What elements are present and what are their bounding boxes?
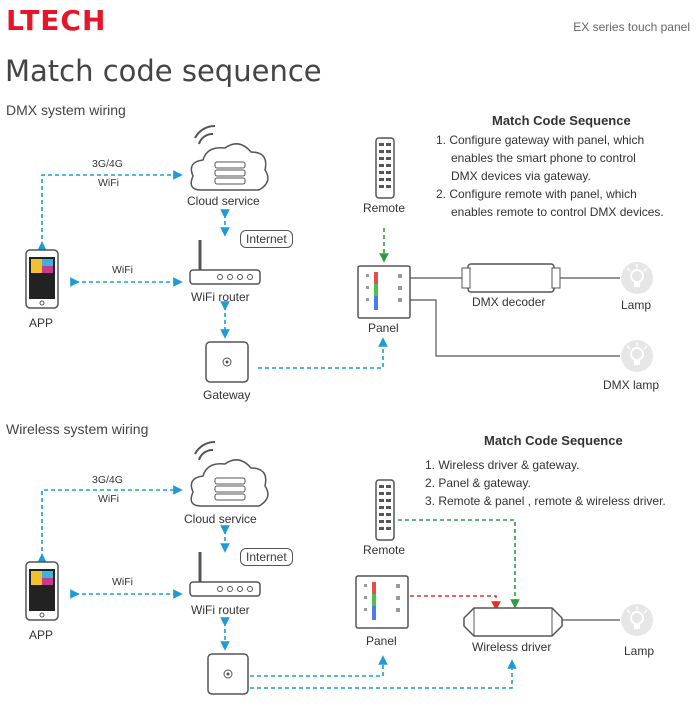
sequence-title: Match Code Sequence bbox=[492, 113, 631, 128]
panel-icon bbox=[355, 575, 409, 629]
wire-panel-dmxlamp bbox=[410, 299, 620, 357]
gateway-label: Gateway bbox=[203, 388, 251, 402]
link-phone-cloud bbox=[37, 170, 183, 251]
internet-label: Internet bbox=[240, 230, 293, 248]
sequence-steps: 1. Configure gateway with panel, which e… bbox=[436, 131, 664, 221]
step-line: 1. Wireless driver & gateway. bbox=[425, 458, 580, 472]
cloud-icon bbox=[190, 440, 269, 507]
panel-icon bbox=[357, 265, 411, 319]
driver-label: Wireless driver bbox=[472, 640, 552, 654]
lamp-icon bbox=[621, 262, 653, 294]
link-panel-driver bbox=[410, 595, 501, 611]
driver-icon bbox=[463, 607, 563, 637]
link-gateway-panel bbox=[258, 337, 388, 369]
gateway-icon bbox=[207, 653, 249, 695]
internet-label: Internet bbox=[240, 548, 293, 566]
gateway-icon bbox=[205, 341, 249, 383]
app-label: APP bbox=[29, 316, 54, 330]
link-label-wifi: WiFi bbox=[98, 493, 119, 505]
link-label-3g4g: 3G/4G bbox=[92, 474, 123, 486]
link-label-wifi: WiFi bbox=[98, 177, 119, 189]
link-gateway-panel bbox=[250, 655, 388, 677]
panel-label: Panel bbox=[368, 321, 399, 335]
wireless-section-title: Wireless system wiring bbox=[6, 421, 149, 437]
remote-label: Remote bbox=[363, 201, 406, 215]
step-line: enables the smart phone to control bbox=[451, 151, 636, 165]
step-line: 3. Remote & panel , remote & wireless dr… bbox=[425, 494, 666, 508]
remote-label: Remote bbox=[363, 543, 406, 557]
link-label-wifi: WiFi bbox=[112, 264, 133, 276]
router-label: WiFi router bbox=[191, 603, 250, 617]
remote-icon bbox=[375, 137, 395, 199]
router-label: WiFi router bbox=[191, 290, 250, 304]
brand-logo: LTECH bbox=[6, 4, 107, 37]
page-title: Match code sequence bbox=[5, 54, 322, 88]
panel-label: Panel bbox=[366, 634, 397, 648]
lamp-icon bbox=[621, 604, 653, 636]
link-phone-cloud bbox=[37, 485, 183, 563]
lamp-icon bbox=[621, 340, 653, 372]
decoder-label: DMX decoder bbox=[472, 295, 546, 309]
sequence-steps: 1. Wireless driver & gateway. 2. Panel &… bbox=[425, 456, 666, 510]
link-remote-driver bbox=[398, 519, 520, 609]
decoder-icon bbox=[461, 263, 561, 293]
link-label-wifi: WiFi bbox=[112, 576, 133, 588]
step-line: 2. Configure remote with panel, which bbox=[436, 187, 637, 201]
phone-icon bbox=[25, 249, 59, 309]
remote-icon bbox=[375, 479, 395, 541]
cloud-icon bbox=[190, 124, 269, 191]
link-gateway-driver bbox=[250, 659, 517, 689]
phone-icon bbox=[25, 561, 59, 621]
step-line: 1. Configure gateway with panel, which bbox=[436, 133, 645, 147]
link-label-3g4g: 3G/4G bbox=[92, 158, 123, 170]
dmx-lamp-label: DMX lamp bbox=[603, 378, 660, 392]
router-icon bbox=[189, 240, 261, 285]
series-label: EX series touch panel bbox=[573, 20, 690, 34]
step-line: DMX devices via gateway. bbox=[451, 169, 591, 183]
lamp-label: Lamp bbox=[624, 644, 655, 658]
app-label: APP bbox=[29, 628, 54, 642]
router-icon bbox=[189, 552, 261, 597]
step-line: enables remote to control DMX devices. bbox=[451, 205, 664, 219]
lamp-label: Lamp bbox=[621, 298, 652, 312]
cloud-label: Cloud service bbox=[187, 194, 260, 208]
step-line: 2. Panel & gateway. bbox=[425, 476, 531, 490]
sequence-title: Match Code Sequence bbox=[484, 433, 623, 448]
dmx-section-title: DMX system wiring bbox=[6, 102, 126, 118]
cloud-label: Cloud service bbox=[184, 512, 257, 526]
